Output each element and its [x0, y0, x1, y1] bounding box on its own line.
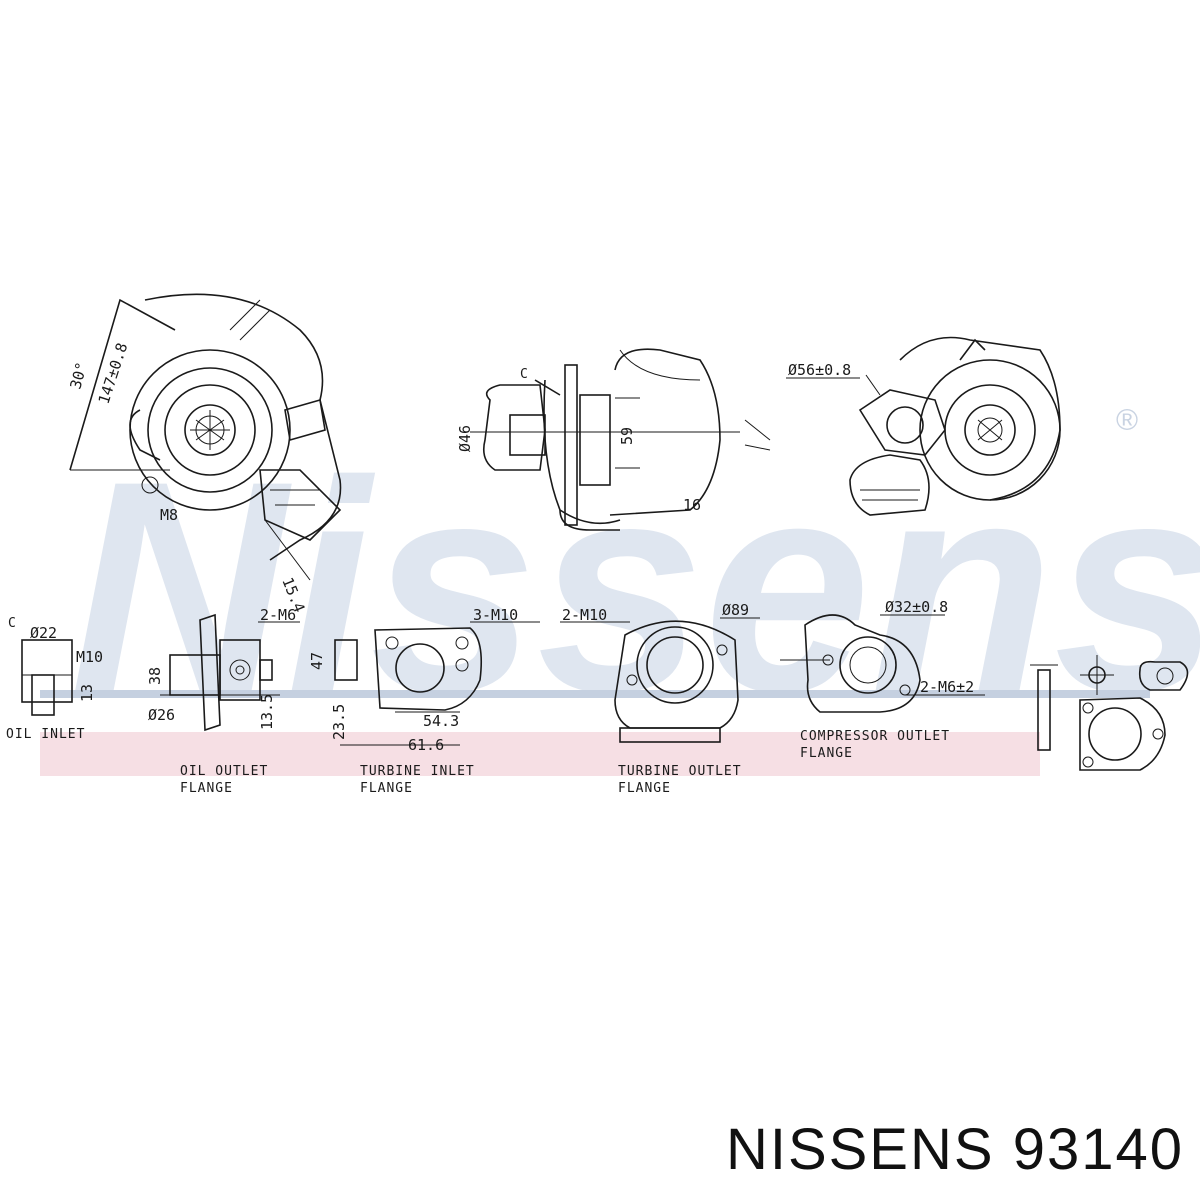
dim-angle: 30° [66, 360, 90, 391]
gasket-details [1030, 655, 1189, 771]
registered-mark: ® [1116, 404, 1138, 437]
label-oil-outlet-2: FLANGE [180, 781, 233, 796]
part-number: 93140 [1012, 1117, 1184, 1182]
dim-13-5: 13.5 [258, 694, 276, 730]
label-compressor-outlet-1: COMPRESSOR OUTLET [800, 729, 950, 744]
dim-22: Ø22 [30, 624, 57, 642]
dim-56: Ø56±0.8 [788, 361, 851, 379]
turbo-view-right: Ø56±0.8 [786, 336, 1061, 516]
dim-2m6-c: 2-M6±2 [920, 678, 974, 696]
dim-32: Ø32±0.8 [885, 598, 948, 616]
dim-3m10: 3-M10 [473, 606, 518, 624]
oil-outlet-view: 38 2-M6 Ø26 13.5 OIL OUTLET FLANGE [146, 606, 300, 796]
dim-26: Ø26 [148, 706, 175, 724]
dim-54-3: 54.3 [423, 712, 459, 730]
label-oil-outlet-1: OIL OUTLET [180, 764, 268, 779]
dim-89: Ø89 [722, 601, 749, 619]
dim-38: 38 [146, 667, 164, 685]
view-c-label: C [520, 367, 529, 382]
dim-13: 13 [78, 684, 96, 702]
label-turbine-outlet-2: FLANGE [618, 781, 671, 796]
dim-2m10: 2-M10 [562, 606, 607, 624]
label-oil-inlet: OIL INLET [6, 727, 85, 742]
label-turbine-inlet-1: TURBINE INLET [360, 764, 475, 779]
dim-m10-oil: M10 [76, 648, 103, 666]
dim-59: 59 [618, 427, 636, 445]
part-caption: NISSENS 93140 [726, 1116, 1184, 1183]
turbine-inlet-view: 47 3-M10 23.5 54.3 61.6 TURBINE INLET FL… [308, 606, 540, 796]
oil-inlet-view: C Ø22 M10 13 OIL INLET [6, 616, 103, 742]
turbine-outlet-view: 2-M10 Ø89 TURBINE OUTLET FLANGE [560, 601, 760, 796]
dim-61-6: 61.6 [408, 736, 444, 754]
dim-2m6: 2-M6 [260, 606, 296, 624]
dim-47: 47 [308, 652, 326, 670]
dim-23-5: 23.5 [330, 704, 348, 740]
dim-46: Ø46 [456, 425, 474, 452]
label-turbine-inlet-2: FLANGE [360, 781, 413, 796]
dim-147: 147±0.8 [95, 341, 132, 407]
compressor-outlet-view: Ø32±0.8 2-M6±2 COMPRESSOR OUTLET FLANGE [780, 598, 985, 761]
label-turbine-outlet-1: TURBINE OUTLET [618, 764, 742, 779]
turbo-view-middle: C Ø46 59 16 [456, 348, 771, 531]
label-band [40, 732, 1040, 776]
brand-name: NISSENS [725, 1117, 995, 1182]
dim-m8: M8 [160, 506, 178, 524]
view-c-oil: C [8, 616, 17, 631]
dim-16: 16 [683, 496, 701, 514]
label-compressor-outlet-2: FLANGE [800, 746, 853, 761]
